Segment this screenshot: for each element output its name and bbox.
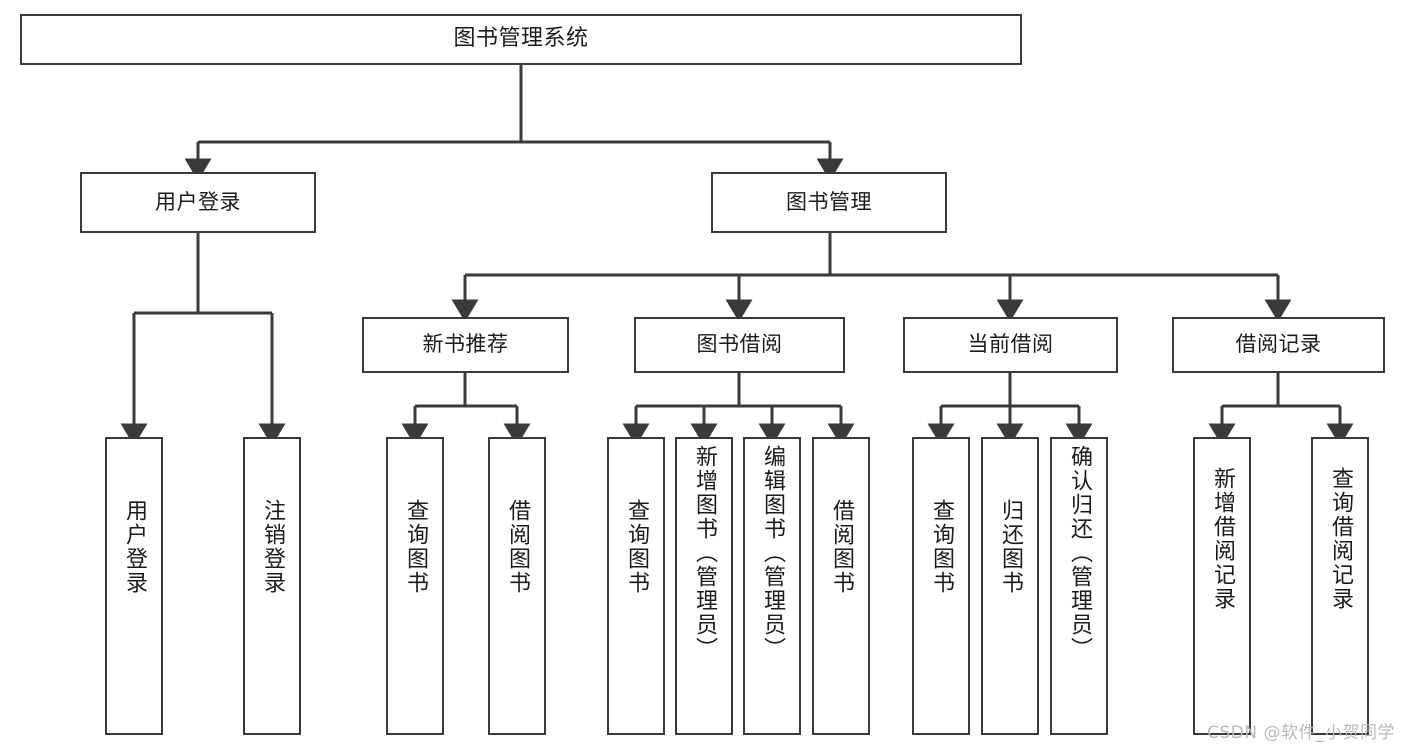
leaf-confirm-return[interactable]: 确认归还（管理员）	[1050, 437, 1108, 735]
leaf-edit-book-label: 编辑图书（管理员）	[760, 445, 785, 661]
leaf-query-record-label: 查询借阅记录	[1328, 467, 1353, 611]
node-book-manage-label: 图书管理	[786, 189, 872, 214]
node-current-borrow[interactable]: 当前借阅	[903, 317, 1118, 373]
leaf-user-logout[interactable]: 注销登录	[243, 437, 301, 735]
node-root[interactable]: 图书管理系统	[20, 14, 1022, 65]
leaf-query-book-3[interactable]: 查询图书	[912, 437, 970, 735]
node-user-login-label: 用户登录	[155, 189, 241, 214]
leaf-query-book-2[interactable]: 查询图书	[607, 437, 665, 735]
node-current-borrow-label: 当前借阅	[967, 332, 1054, 357]
node-new-book-recommend-label: 新书推荐	[422, 332, 509, 357]
leaf-confirm-return-label: 确认归还（管理员）	[1067, 445, 1092, 661]
node-book-borrow[interactable]: 图书借阅	[634, 317, 845, 373]
leaf-query-record[interactable]: 查询借阅记录	[1311, 437, 1369, 735]
node-root-label: 图书管理系统	[453, 26, 589, 52]
leaf-add-record-label: 新增借阅记录	[1210, 467, 1235, 611]
leaf-query-book-1[interactable]: 查询图书	[386, 437, 444, 735]
leaf-edit-book[interactable]: 编辑图书（管理员）	[743, 437, 801, 735]
node-borrow-record[interactable]: 借阅记录	[1172, 317, 1385, 373]
node-user-login[interactable]: 用户登录	[80, 172, 316, 233]
leaf-borrow-book-2[interactable]: 借阅图书	[812, 437, 870, 735]
leaf-query-book-2-label: 查询图书	[624, 499, 649, 595]
leaf-borrow-book-1-label: 借阅图书	[505, 499, 530, 595]
leaf-query-book-1-label: 查询图书	[403, 499, 428, 595]
leaf-user-login-label: 用户登录	[122, 499, 147, 595]
leaf-query-book-3-label: 查询图书	[929, 499, 954, 595]
leaf-add-book[interactable]: 新增图书（管理员）	[675, 437, 733, 735]
watermark: CSDN @软件_小贺同学	[1207, 723, 1395, 743]
leaf-add-book-label: 新增图书（管理员）	[692, 445, 717, 661]
node-new-book-recommend[interactable]: 新书推荐	[362, 317, 569, 373]
leaf-add-record[interactable]: 新增借阅记录	[1193, 437, 1251, 735]
node-book-borrow-label: 图书借阅	[696, 332, 783, 357]
node-book-manage[interactable]: 图书管理	[711, 172, 947, 233]
node-borrow-record-label: 借阅记录	[1235, 332, 1322, 357]
leaf-borrow-book-1[interactable]: 借阅图书	[488, 437, 546, 735]
leaf-return-book[interactable]: 归还图书	[981, 437, 1039, 735]
leaf-user-login[interactable]: 用户登录	[105, 437, 163, 735]
leaf-return-book-label: 归还图书	[998, 499, 1023, 595]
leaf-user-logout-label: 注销登录	[260, 499, 285, 595]
leaf-borrow-book-2-label: 借阅图书	[829, 499, 854, 595]
